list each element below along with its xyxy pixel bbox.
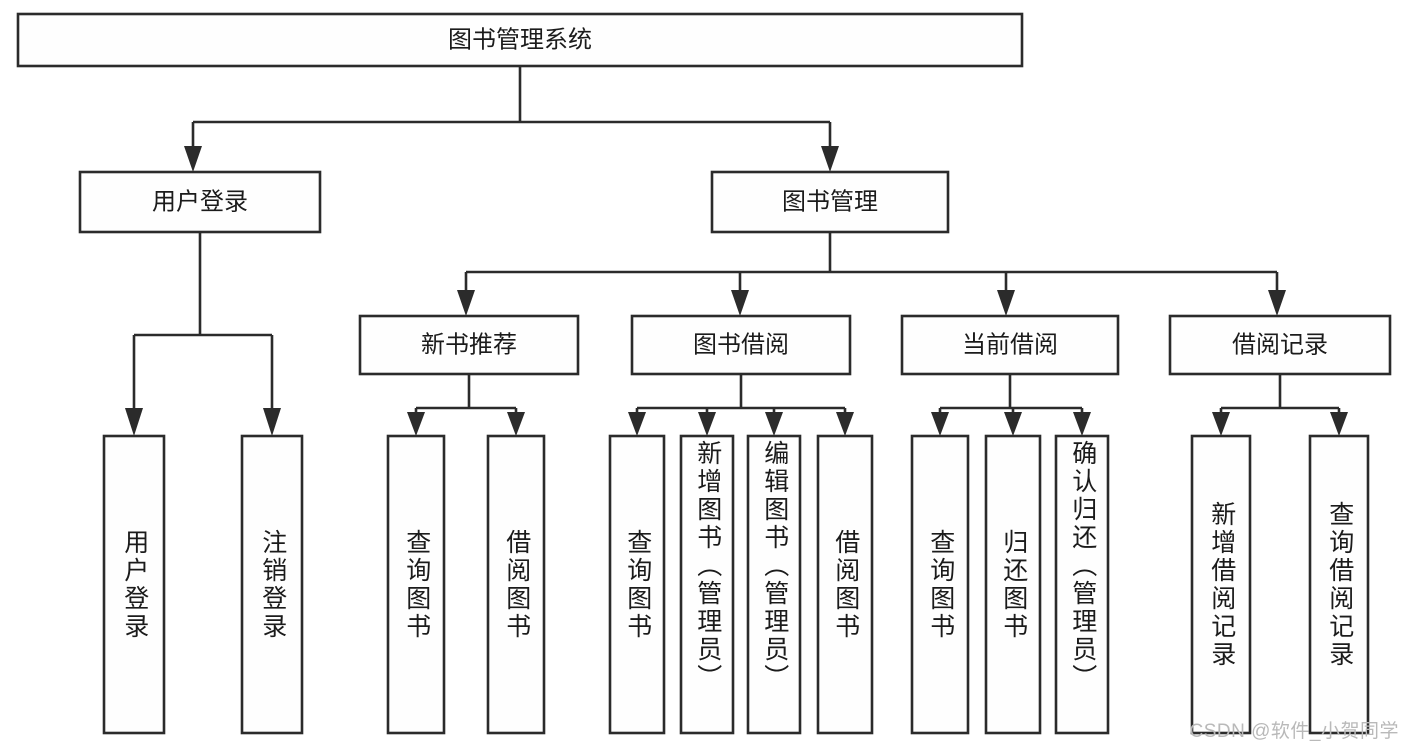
arrow-head-user-login: [184, 146, 202, 172]
arrow-head-leaf-query-borrow-record: [1330, 412, 1348, 436]
arrow-head-book-borrow: [731, 290, 749, 316]
node-user-login-box[interactable]: [78, 170, 322, 234]
node-book-borrow-label: 图书借阅: [693, 331, 789, 358]
node-borrow-record-label: 借阅记录: [1232, 331, 1328, 358]
arrow-head-leaf-add-book-admin: [698, 412, 716, 436]
node-root-label: 图书管理系统: [448, 26, 592, 53]
arrow-head-leaf-confirm-return-admin: [1073, 412, 1091, 436]
node-book-borrow[interactable]: 图书借阅: [630, 314, 852, 376]
node-borrow-record[interactable]: 借阅记录: [1168, 314, 1392, 376]
node-leaf-query-borrow-record-box[interactable]: [1308, 434, 1370, 735]
node-book-management-box[interactable]: [710, 170, 950, 234]
node-leaf-logout-box[interactable]: [240, 434, 304, 735]
csdn-watermark: CSDN @软件_小贺同学: [1189, 721, 1399, 742]
node-leaf-borrow-book-box[interactable]: [816, 434, 874, 735]
node-leaf-user-login-box[interactable]: [102, 434, 166, 735]
node-borrow-record-box[interactable]: [1168, 314, 1392, 376]
node-leaf-edit-book-admin-box[interactable]: [746, 434, 802, 735]
arrow-head-leaf-add-borrow-record: [1212, 412, 1230, 436]
node-leaf-query-book-recommend-box[interactable]: [386, 434, 446, 735]
node-user-login-label: 用户登录: [152, 188, 248, 215]
arrow-head-leaf-query-book-current: [931, 412, 949, 436]
node-new-book-recommend-label: 新书推荐: [421, 331, 517, 358]
arrow-head-leaf-logout: [263, 408, 281, 436]
node-leaf-confirm-return-admin-box[interactable]: [1054, 434, 1110, 735]
arrow-head-new-book-recommend: [457, 290, 475, 316]
connector-layer: [125, 66, 1348, 436]
node-current-borrow-label: 当前借阅: [962, 331, 1058, 358]
node-book-borrow-box[interactable]: [630, 314, 852, 376]
arrow-head-leaf-user-login: [125, 408, 143, 436]
node-current-borrow[interactable]: 当前借阅: [900, 314, 1120, 376]
node-new-book-recommend-box[interactable]: [358, 314, 580, 376]
arrow-head-leaf-edit-book-admin: [765, 412, 783, 436]
arrow-head-book-management: [821, 146, 839, 172]
node-leaf-query-book-borrow-box[interactable]: [608, 434, 666, 735]
node-root[interactable]: 图书管理系统: [16, 12, 1024, 68]
arrow-head-leaf-return-book: [1004, 412, 1022, 436]
node-current-borrow-box[interactable]: [900, 314, 1120, 376]
arrow-head-leaf-query-book-borrow: [628, 412, 646, 436]
node-leaf-query-book-current-box[interactable]: [910, 434, 970, 735]
arrow-head-leaf-query-book-recommend: [407, 412, 425, 436]
arrow-head-current-borrow: [997, 290, 1015, 316]
node-leaf-add-book-admin-box[interactable]: [679, 434, 735, 735]
node-new-book-recommend[interactable]: 新书推荐: [358, 314, 580, 376]
node-root-box[interactable]: [16, 12, 1024, 68]
node-leaf-borrow-book-recommend-box[interactable]: [486, 434, 546, 735]
arrow-head-leaf-borrow-book: [836, 412, 854, 436]
node-leaf-add-borrow-record-box[interactable]: [1190, 434, 1252, 735]
arrow-head-leaf-borrow-book-recommend: [507, 412, 525, 436]
leaf-box-layer: [102, 434, 1370, 735]
node-book-management[interactable]: 图书管理: [710, 170, 950, 234]
node-user-login[interactable]: 用户登录: [78, 170, 322, 234]
node-book-management-label: 图书管理: [782, 188, 878, 215]
node-leaf-return-book-box[interactable]: [984, 434, 1042, 735]
arrow-head-borrow-record: [1268, 290, 1286, 316]
